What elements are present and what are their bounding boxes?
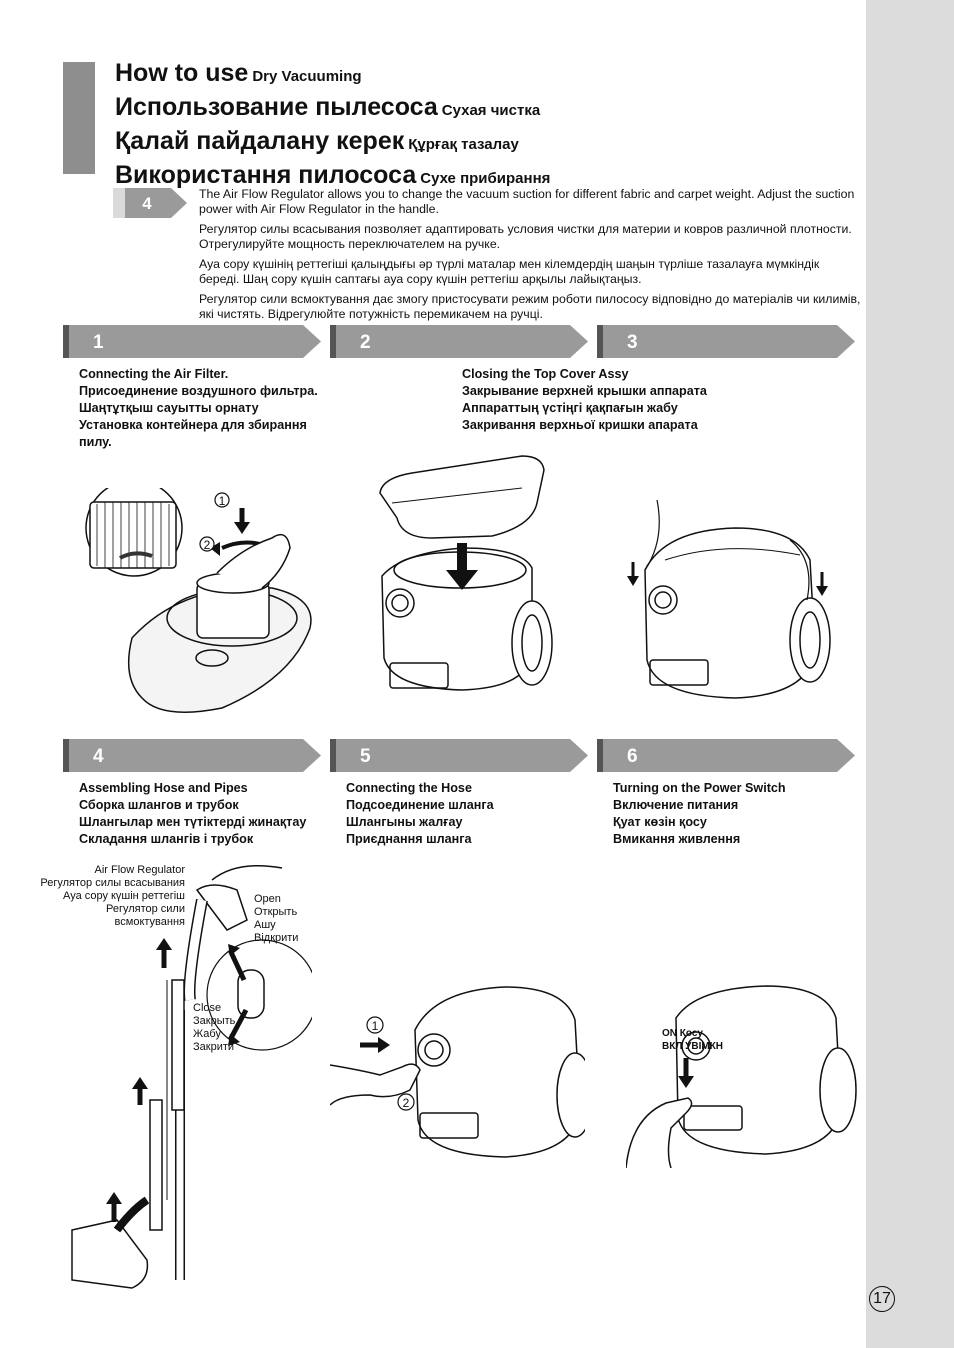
hose-connect-illustration: 1 2 — [330, 986, 585, 1158]
step-6-bar: 6 — [597, 739, 855, 772]
power-labels: ON Қосу ВКЛ УВІМКН — [662, 1028, 724, 1052]
page-number: 17 — [869, 1286, 895, 1312]
step-4-bar: 4 — [63, 739, 321, 772]
svg-text:1: 1 — [93, 332, 104, 353]
svg-text:6: 6 — [627, 746, 638, 767]
svg-text:5: 5 — [360, 746, 371, 767]
step-2-bar: 2 — [330, 325, 588, 358]
cover-close-illustration — [627, 500, 831, 699]
svg-text:2: 2 — [403, 1096, 410, 1110]
top-cover-illustration — [379, 455, 553, 691]
air-filter-illustration: 1 2 — [85, 488, 312, 713]
title-accent-bar — [63, 62, 95, 174]
hose-pipes-illustration — [71, 865, 312, 1289]
svg-text:1: 1 — [219, 494, 226, 508]
power-switch-illustration — [626, 985, 857, 1168]
tip-text: The Air Flow Regulator allows you to cha… — [199, 187, 861, 321]
step-1-bar: 1 — [63, 325, 321, 358]
svg-text:4: 4 — [93, 746, 104, 767]
page-side-margin — [866, 0, 954, 1348]
svg-text:4: 4 — [142, 194, 152, 213]
svg-text:1: 1 — [372, 1019, 379, 1033]
step-1-title: Connecting the Air Filter.Присоединение … — [79, 367, 318, 449]
step-3-bar: 3 — [597, 325, 855, 358]
tip-badge: 4 — [113, 188, 187, 218]
svg-text:3: 3 — [627, 332, 638, 353]
svg-text:2: 2 — [360, 332, 371, 353]
step-5-bar: 5 — [330, 739, 588, 772]
svg-text:2: 2 — [204, 538, 211, 552]
